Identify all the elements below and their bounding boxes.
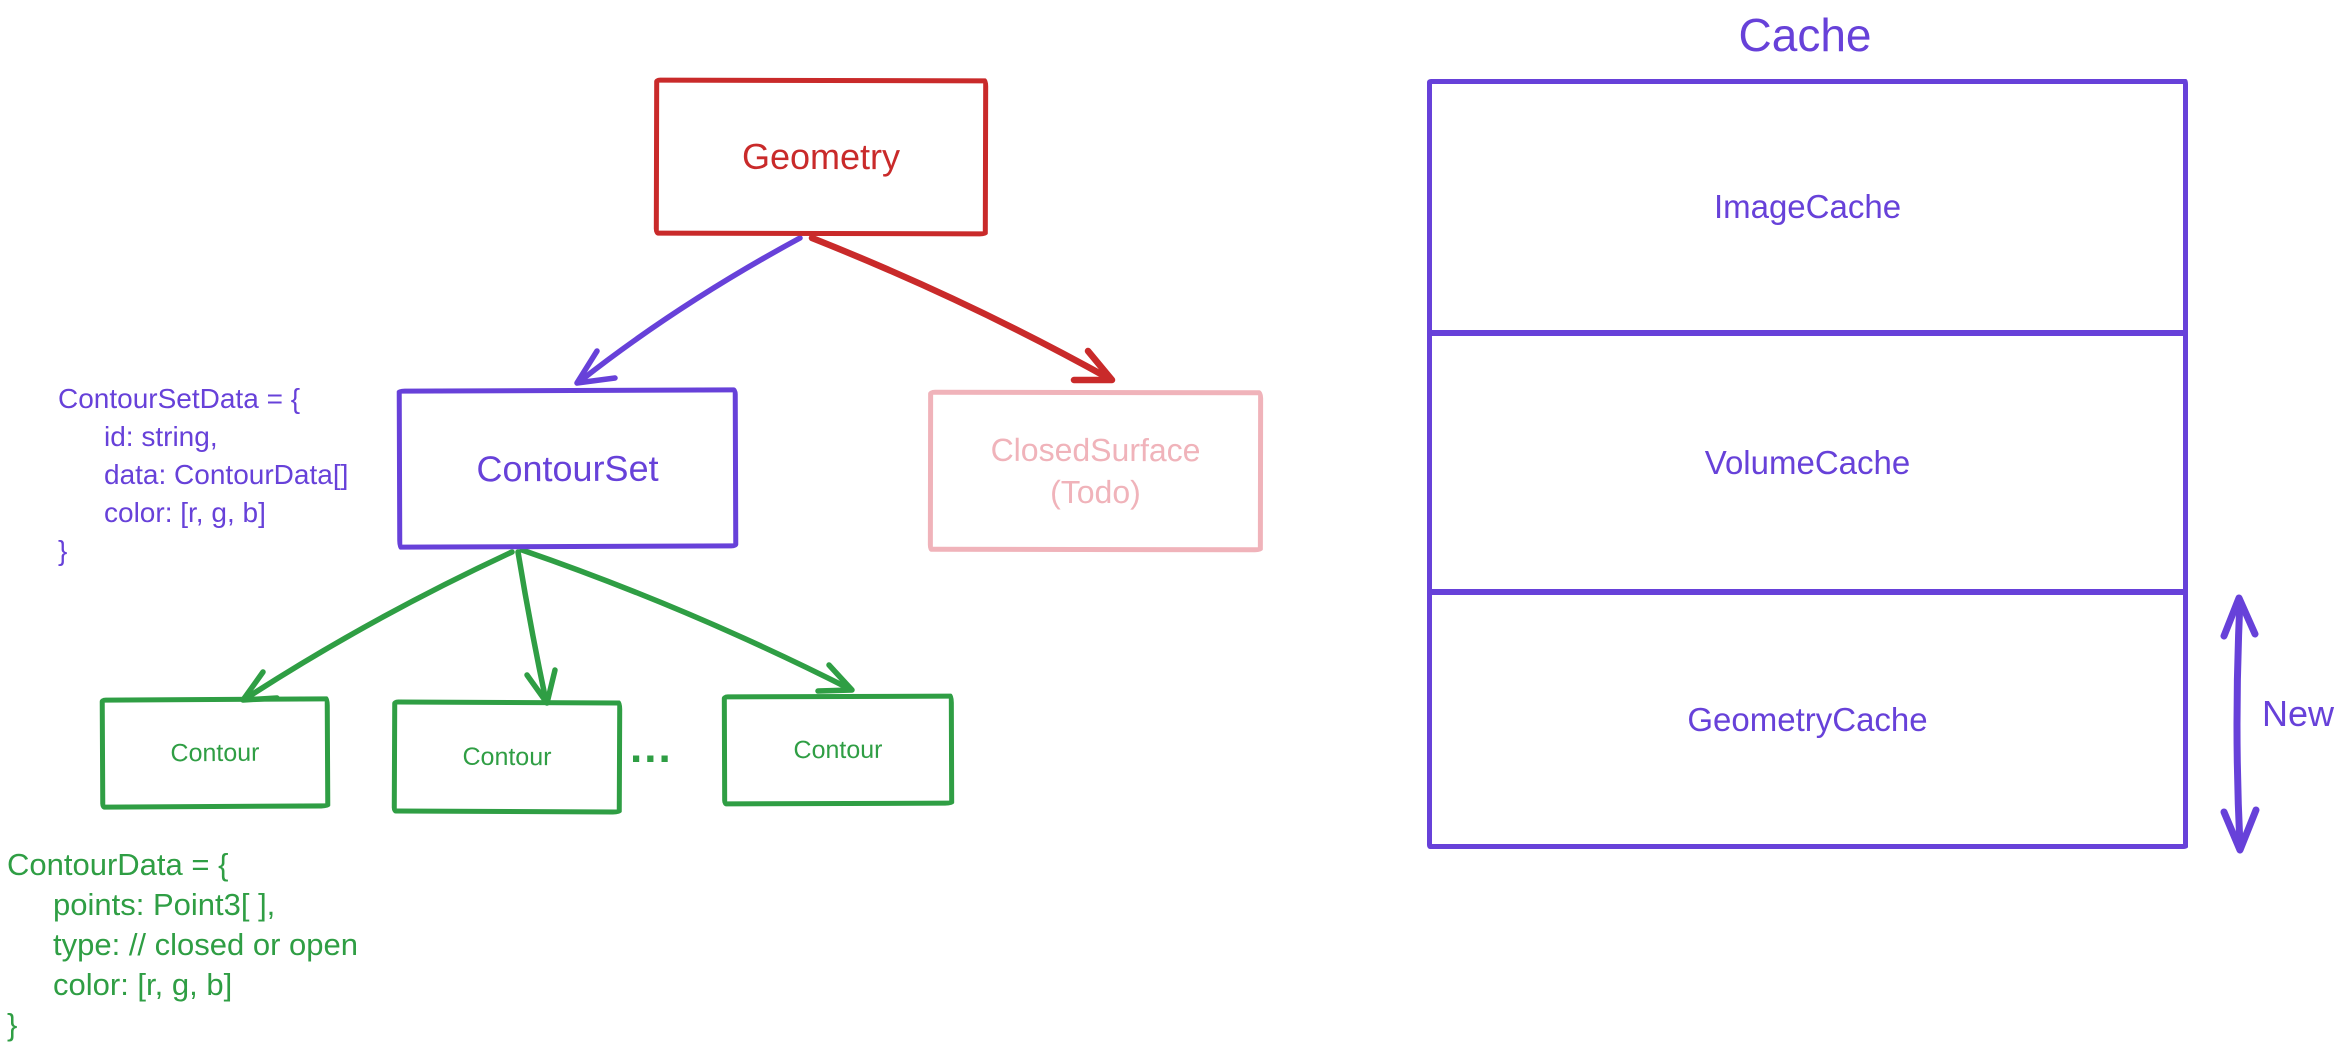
code-line: color: [r, g, b] [104, 497, 266, 528]
contour-node-2-label: Contour [462, 742, 552, 771]
contourdata-annotation: ContourData = { points: Point3[ ], type:… [7, 845, 358, 1045]
code-line: color: [r, g, b] [53, 967, 233, 1002]
contour-node-3-label: Contour [793, 735, 883, 764]
contour-node-1-label: Contour [170, 738, 260, 767]
contoursetdata-annotation: ContourSetData = { id: string, data: Con… [58, 380, 348, 570]
cache-box: ImageCache VolumeCache GeometryCache [1427, 79, 2188, 849]
volumecache-label: VolumeCache [1704, 443, 1911, 481]
arrow-contourset-to-contour-2 [515, 549, 558, 706]
closedsurface-node-label: ClosedSurface (Todo) [990, 429, 1201, 513]
imagecache-label: ImageCache [1713, 188, 1902, 225]
double-arrow-new-icon [2220, 594, 2260, 854]
closedsurface-label-line2: (Todo) [1050, 473, 1141, 511]
code-line: id: string, [104, 421, 218, 452]
code-line: data: ContourData[] [104, 459, 349, 490]
code-line: } [7, 1007, 18, 1042]
code-line: type: // closed or open [53, 927, 359, 962]
geometry-node-label: Geometry [741, 135, 901, 178]
arrow-geometry-to-closedsurface [808, 234, 1116, 384]
cache-title: Cache [1738, 9, 1872, 61]
contourset-node: ContourSet [396, 387, 739, 550]
contour-ellipsis: ... [630, 723, 673, 772]
cache-section-imagecache: ImageCache [1432, 84, 2183, 336]
contourset-node-label: ContourSet [476, 447, 659, 489]
code-line: ContourSetData = { [58, 383, 301, 414]
code-line: ContourData = { [7, 847, 229, 882]
arrow-geometry-to-contourset [574, 235, 803, 386]
closedsurface-node: ClosedSurface (Todo) [927, 389, 1264, 553]
code-line: } [58, 535, 68, 566]
contour-node-3: Contour [721, 693, 955, 807]
cache-section-geometrycache: GeometryCache [1432, 595, 2183, 844]
geometry-node: Geometry [653, 77, 989, 237]
cache-section-volumecache: VolumeCache [1432, 336, 2183, 595]
arrow-contourset-to-contour-3 [519, 547, 855, 694]
code-line: points: Point3[ ], [53, 887, 276, 922]
geometrycache-label: GeometryCache [1687, 700, 1928, 738]
contour-node-1: Contour [99, 696, 331, 810]
closedsurface-label-line1: ClosedSurface [990, 431, 1201, 469]
contour-node-2: Contour [391, 699, 623, 815]
arrow-contourset-to-contour-1 [240, 549, 515, 703]
new-label: New [2262, 693, 2335, 734]
